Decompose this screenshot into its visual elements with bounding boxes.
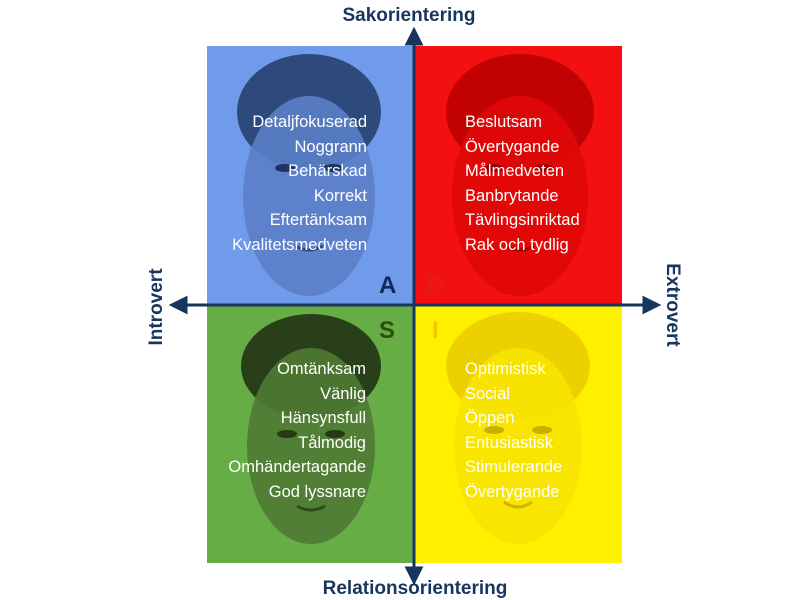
quadrant-s: Omtänksam Vänlig Hänsynsfull Tålmodig Om…	[207, 306, 413, 563]
axis-label-top: Sakorientering	[342, 5, 476, 26]
quadrant-letter-s: S	[379, 317, 396, 344]
trait-item: Eftertänksam	[269, 211, 367, 229]
trait-item: Omtänksam	[277, 360, 366, 378]
trait-item: Optimistisk	[465, 360, 546, 378]
trait-list-d: Beslutsam Övertygande Målmedveten Banbry…	[465, 110, 580, 257]
trait-item: Banbrytande	[465, 186, 559, 205]
quadrant-d: Beslutsam Övertygande Målmedveten Banbry…	[414, 46, 622, 304]
face-portrait-icon	[207, 46, 413, 304]
face-portrait-icon	[414, 46, 622, 304]
trait-item: Öppen	[465, 409, 515, 427]
trait-list-a: Detaljfokuserad Noggrann Behärskad Korre…	[232, 110, 367, 257]
trait-item: Korrekt	[313, 186, 367, 205]
trait-item: Tålmodig	[298, 433, 366, 452]
axis-label-bottom: Relationsorientering	[322, 578, 508, 599]
trait-item: Behärskad	[288, 162, 367, 180]
trait-list-i: Optimistisk Social Öppen Entusiastisk St…	[465, 357, 562, 504]
trait-item: God lyssnare	[268, 482, 366, 501]
trait-item: Entusiastisk	[465, 433, 554, 452]
trait-item: Kvalitetsmedveten	[232, 235, 367, 254]
trait-item: Beslutsam	[465, 113, 543, 131]
trait-item: Rak och tydlig	[465, 235, 569, 254]
face-portrait-icon	[414, 306, 622, 563]
quadrant-i: Optimistisk Social Öppen Entusiastisk St…	[414, 306, 622, 563]
quadrant-letter-i: I	[432, 317, 439, 344]
face-portrait-icon	[207, 306, 413, 563]
trait-item: Noggrann	[294, 137, 367, 156]
trait-item: Målmedveten	[465, 162, 565, 180]
trait-item: Vänlig	[320, 384, 366, 403]
trait-item: Detaljfokuserad	[252, 113, 367, 131]
trait-item: Stimulerande	[465, 458, 563, 476]
trait-item: Övertygande	[465, 482, 560, 501]
trait-item: Social	[465, 384, 510, 403]
trait-item: Hänsynsfull	[280, 409, 366, 427]
quadrant-letter-a: A	[379, 272, 397, 299]
quadrant-a: Detaljfokuserad Noggrann Behärskad Korre…	[207, 46, 413, 304]
trait-item: Övertygande	[465, 137, 560, 156]
trait-item: Tävlingsinriktad	[465, 211, 580, 229]
trait-list-s: Omtänksam Vänlig Hänsynsfull Tålmodig Om…	[228, 357, 366, 504]
axis-lines	[168, 26, 662, 586]
quadrant-letter-d: D	[426, 272, 444, 299]
trait-item: Omhändertagande	[228, 458, 366, 476]
